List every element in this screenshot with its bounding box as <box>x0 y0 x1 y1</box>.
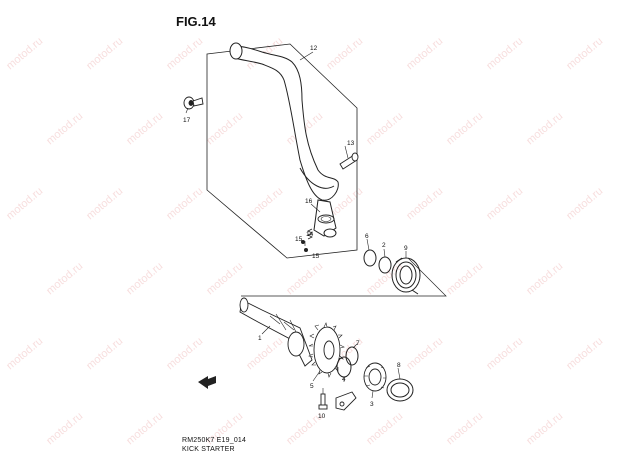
bolt-13 <box>339 152 359 170</box>
watermark-text: motod.ru <box>84 335 125 372</box>
kick-lever <box>229 42 339 238</box>
callout-label: 1 <box>258 335 262 342</box>
figure-code: RM250K7 E19_014 <box>182 437 247 444</box>
watermark-text: motod.ru <box>164 35 205 72</box>
watermark-text: motod.ru <box>364 110 405 147</box>
kick-starter-shaft <box>239 297 313 367</box>
watermark-text: motod.ru <box>84 185 125 222</box>
watermark-text: motod.ru <box>444 260 485 297</box>
watermark-text: motod.ru <box>484 335 525 372</box>
section-name: KICK STARTER <box>182 446 235 453</box>
spring-8 <box>386 378 414 402</box>
watermark-text: motod.ru <box>164 335 205 372</box>
watermark-text: motod.ru <box>4 35 45 72</box>
watermark-text: motod.ru <box>124 260 165 297</box>
watermark-text: motod.ru <box>244 335 285 372</box>
watermark-text: motod.ru <box>124 410 165 447</box>
callout-numbers: 12 17 13 16 14 15 15 6 2 9 1 7 4 5 3 8 1… <box>183 45 408 420</box>
spring-14 <box>307 228 313 240</box>
washer-16-inner <box>320 216 332 222</box>
watermark-text: motod.ru <box>404 35 445 72</box>
figure-title: FIG.14 <box>176 14 216 29</box>
callout-label: 15 <box>312 253 320 260</box>
callout-label: 9 <box>404 245 408 252</box>
watermark-text: motod.ru <box>204 110 245 147</box>
watermark-text: motod.ru <box>204 260 245 297</box>
callout-label: 12 <box>310 45 318 52</box>
watermark-text: motod.ru <box>564 35 605 72</box>
stopper-plate <box>335 391 357 411</box>
watermark-text: motod.ru <box>524 110 565 147</box>
callout-label: 5 <box>310 383 314 390</box>
watermark-text: motod.ru <box>84 35 125 72</box>
kick-spring <box>391 257 421 295</box>
callout-label: 8 <box>397 362 401 369</box>
kick-gear <box>308 322 345 378</box>
callout-label: 7 <box>356 340 360 347</box>
ratchet-3 <box>363 362 387 392</box>
watermark-text: motod.ru <box>404 185 445 222</box>
circlip-6 <box>363 249 377 267</box>
watermark-text: motod.ru <box>44 410 85 447</box>
watermark-text: motod.ru <box>444 110 485 147</box>
watermark-text: motod.ru <box>324 35 365 72</box>
watermark-text: motod.ru <box>564 335 605 372</box>
circlip-7 <box>345 346 359 366</box>
watermark-text: motod.ru <box>564 185 605 222</box>
callout-label: 4 <box>342 376 346 383</box>
callout-label: 15 <box>295 236 303 243</box>
watermark-text: motod.ru <box>364 410 405 447</box>
watermark-text: motod.ru <box>44 110 85 147</box>
screw-15b <box>304 248 308 252</box>
watermark-text: motod.ru <box>284 260 325 297</box>
callout-label: 17 <box>183 117 191 124</box>
callout-label: 2 <box>382 242 386 249</box>
watermark-text: motod.ru <box>404 335 445 372</box>
watermark-text: motod.ru <box>244 185 285 222</box>
callout-label: 13 <box>347 140 355 147</box>
watermark-text: motod.ru <box>4 335 45 372</box>
bolt-17 <box>183 96 204 110</box>
watermark-text: motod.ru <box>124 110 165 147</box>
watermark-text: motod.ru <box>164 185 205 222</box>
leader-lines <box>185 51 407 399</box>
explode-guideline <box>241 257 447 297</box>
watermark-text: motod.ru <box>484 35 525 72</box>
watermark-text: motod.ru <box>484 185 525 222</box>
watermark-text: motod.ru <box>4 185 45 222</box>
callout-label: 10 <box>318 413 326 420</box>
callout-label: 14 <box>306 231 314 238</box>
callout-label: 3 <box>370 401 374 408</box>
watermark-text: motod.ru <box>444 410 485 447</box>
washer-16 <box>317 214 335 224</box>
kick-lever-group-frame <box>206 43 358 259</box>
watermark-text: motod.ru <box>44 260 85 297</box>
watermark-text: motod.ru <box>524 260 565 297</box>
front-arrow-icon <box>198 376 216 389</box>
screw-15 <box>301 240 305 244</box>
callout-label: 16 <box>305 198 313 205</box>
callout-label: 6 <box>365 233 369 240</box>
bolt-10 <box>318 393 328 410</box>
watermark-text: motod.ru <box>524 410 565 447</box>
